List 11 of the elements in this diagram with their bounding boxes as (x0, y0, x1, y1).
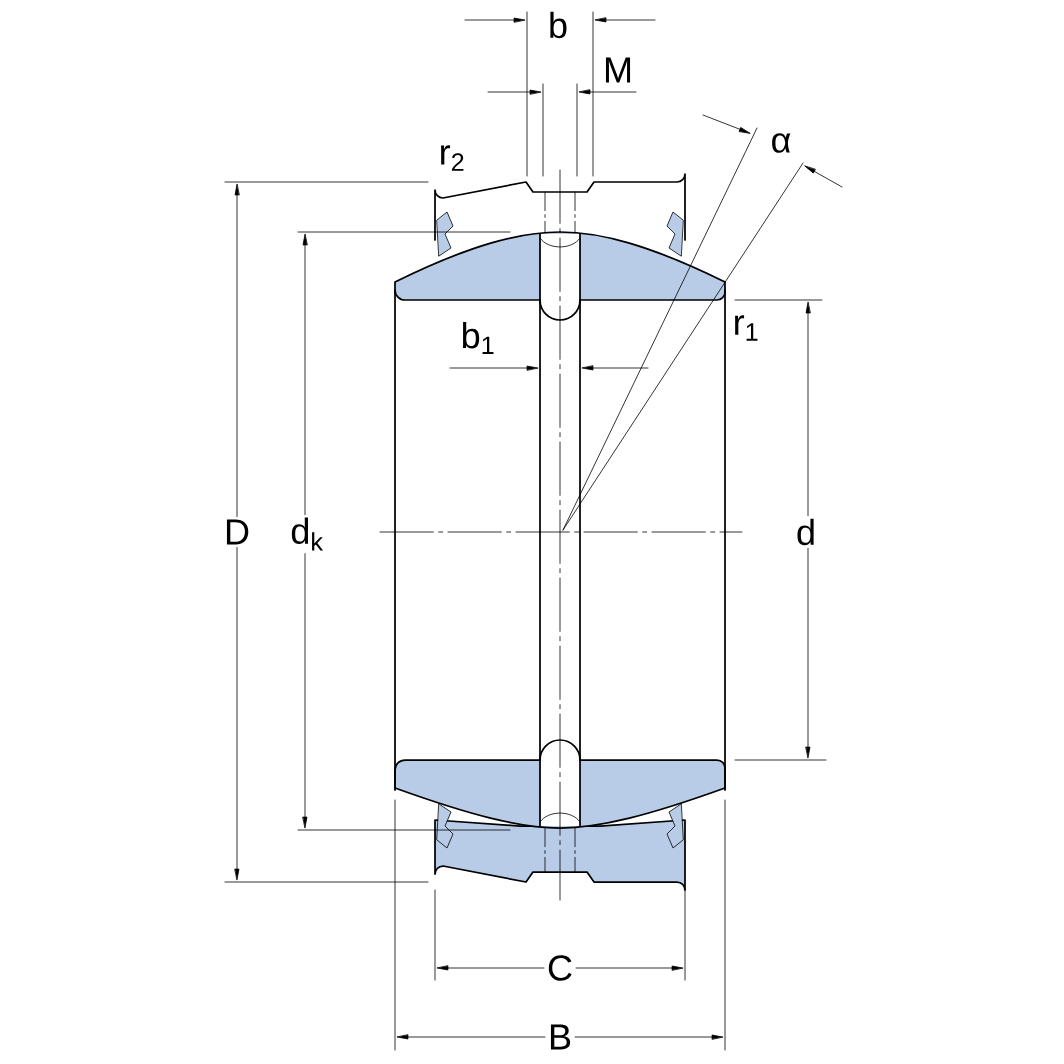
dimension-label: D (221, 516, 253, 548)
dimension-label: C (544, 952, 576, 984)
dimension-label: r$_{2}$ (441, 145, 464, 171)
dimension-label: b$_{1}$ (462, 322, 494, 354)
dimension-label: M (605, 57, 631, 83)
dimension-label: b (550, 11, 567, 39)
dimension-label: d (793, 516, 819, 548)
dimension-label: B (545, 1021, 575, 1053)
dimension-label: r$_{1}$ (735, 315, 758, 341)
dimension-label: α (772, 133, 791, 153)
dimension-label: d$_{k}$ (287, 514, 327, 554)
